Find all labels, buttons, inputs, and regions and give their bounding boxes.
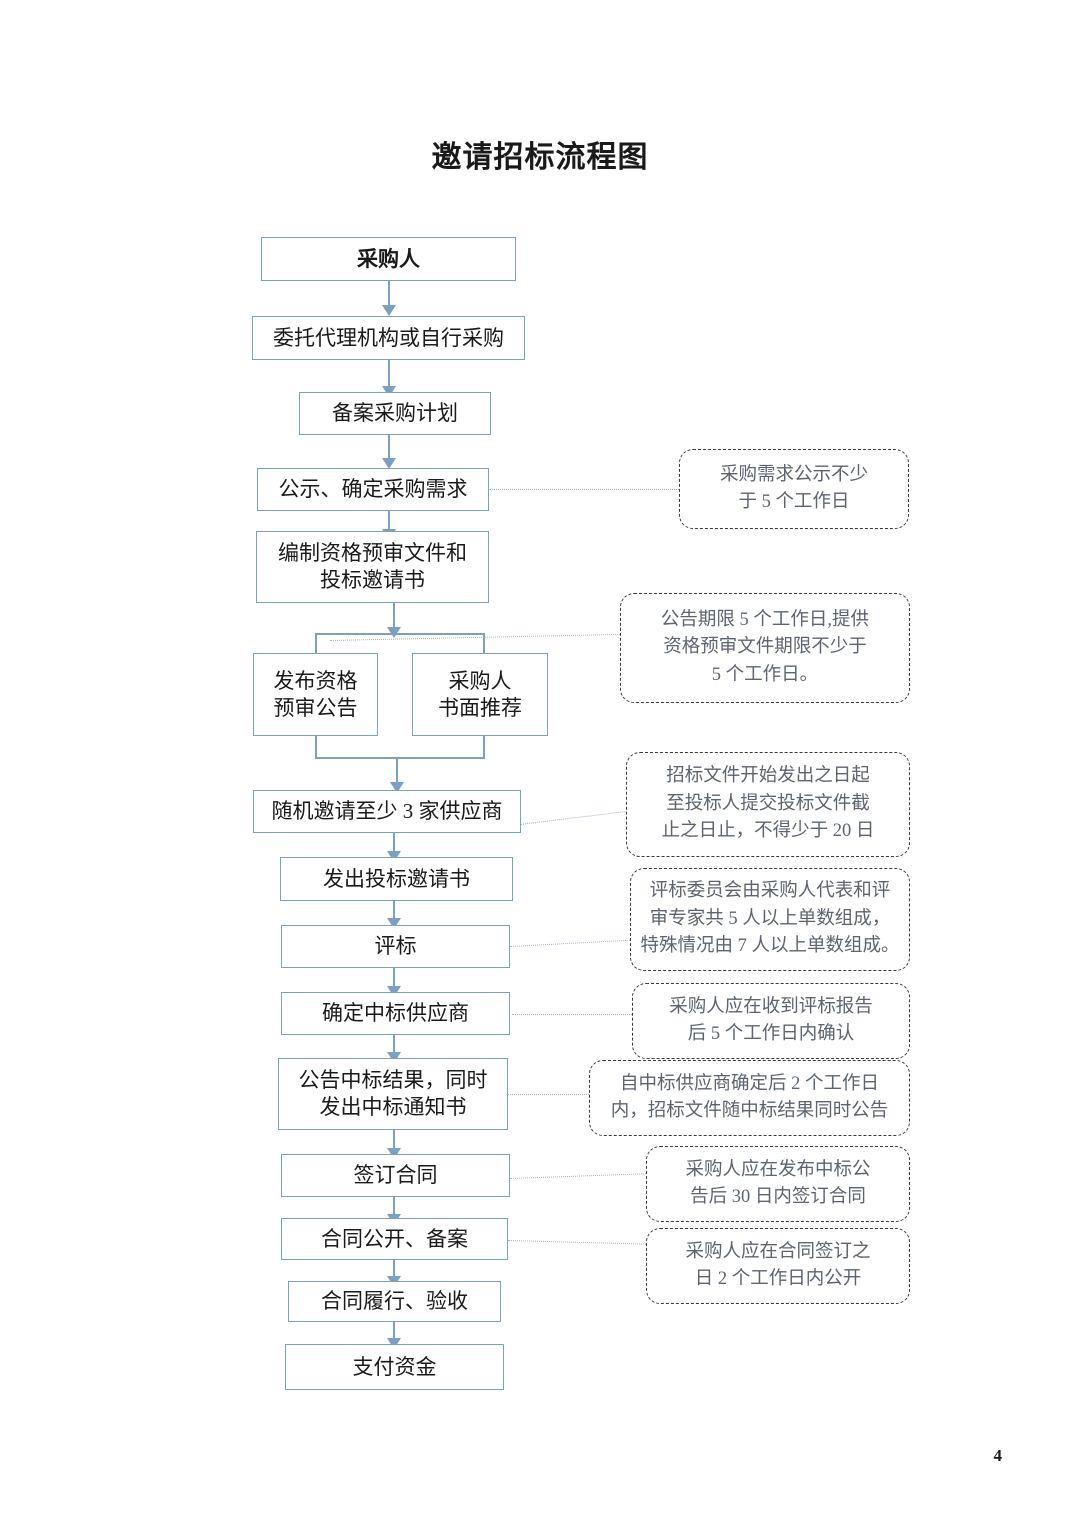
note-text: 采购人应在合同签订之 日 2 个工作日内公开 [685, 1241, 871, 1289]
node-label: 发布资格 预审公告 [273, 668, 358, 720]
node-label: 评标 [374, 934, 417, 959]
leader-note3 [520, 811, 626, 825]
node-issue-bid-invitation[interactable]: 发出投标邀请书 [280, 857, 513, 901]
connector-n2-n3 [388, 360, 391, 394]
connector-n14-n15 [393, 1322, 396, 1344]
leader-note6 [503, 1094, 589, 1095]
node-label: 随机邀请至少 3 家供应商 [271, 799, 503, 824]
node-label: 发出投标邀请书 [323, 866, 470, 891]
merge-right-up [483, 736, 486, 759]
arrow-n11-n12 [387, 1148, 401, 1159]
page-title: 邀请招标流程图 [431, 141, 649, 174]
connector-n12-n13 [393, 1197, 396, 1220]
note-evaluation-committee: 评标委员会由采购人代表和评 审专家共 5 人以上单数组成， 特殊情况由 7 人以… [630, 868, 910, 971]
connector-n5-branch [393, 603, 396, 633]
note-confirm-report-period: 采购人应在收到评标报告 后 5 个工作日内确认 [632, 983, 910, 1059]
node-entrust-agency[interactable]: 委托代理机构或自行采购 [252, 316, 525, 360]
node-pay-funds[interactable]: 支付资金 [285, 1344, 504, 1390]
arrow-n3-n4 [382, 458, 396, 469]
node-label: 签订合同 [353, 1163, 438, 1188]
page-number: 4 [993, 1446, 1003, 1465]
merge-bar-bottom [315, 757, 485, 760]
branch-left-down [315, 633, 318, 653]
node-label: 公告中标结果，同时 发出中标通知书 [298, 1068, 488, 1119]
node-invite-three-suppliers[interactable]: 随机邀请至少 3 家供应商 [253, 790, 521, 833]
connector-branch-n7 [396, 757, 399, 788]
note-requirement-publicity-period: 采购需求公示不少 于 5 个工作日 [679, 449, 909, 529]
leader-note5 [512, 1014, 632, 1015]
leader-note7 [510, 1173, 646, 1179]
connector-n13-n14 [393, 1260, 396, 1282]
node-label: 确定中标供应商 [322, 1001, 469, 1026]
note-contract-disclosure-period: 采购人应在合同签订之 日 2 个工作日内公开 [646, 1228, 910, 1304]
note-text: 采购需求公示不少 于 5 个工作日 [719, 464, 868, 512]
note-announcement-period: 公告期限 5 个工作日,提供 资格预审文件期限不少于 5 个工作日。 [620, 593, 910, 703]
arrow-branch-n7 [390, 782, 404, 793]
node-label: 采购人 书面推荐 [438, 668, 522, 720]
connector-n11-n12 [393, 1130, 396, 1154]
connector-n4-n5 [388, 511, 391, 535]
node-publish-prequal-notice[interactable]: 发布资格 预审公告 [253, 653, 378, 736]
note-result-announcement-period: 自中标供应商确定后 2 个工作日 内，招标文件随中标结果同时公告 [589, 1060, 910, 1136]
arrow-n8-n9 [387, 918, 401, 929]
note-text: 采购人应在发布中标公 告后 30 日内签订合同 [685, 1159, 871, 1207]
arrow-n9-n10 [387, 986, 401, 997]
connector-n9-n10 [393, 968, 396, 992]
arrow-n2-n3 [382, 386, 396, 397]
node-prepare-prequal-docs[interactable]: 编制资格预审文件和 投标邀请书 [256, 531, 489, 603]
node-label: 委托代理机构或自行采购 [273, 325, 504, 350]
node-publicize-requirements[interactable]: 公示、确定采购需求 [257, 468, 489, 511]
connector-n10-n11 [393, 1035, 396, 1058]
node-contract-disclosure[interactable]: 合同公开、备案 [281, 1218, 508, 1260]
note-text: 公告期限 5 个工作日,提供 资格预审文件期限不少于 5 个工作日。 [660, 609, 870, 685]
leader-note1 [489, 489, 679, 490]
node-contract-performance[interactable]: 合同履行、验收 [288, 1281, 501, 1322]
note-bid-submission-period: 招标文件开始发出之日起 至投标人提交投标文件截 止之日止，不得少于 20 日 [626, 752, 910, 857]
note-text: 自中标供应商确定后 2 个工作日 内，招标文件随中标结果同时公告 [610, 1073, 889, 1121]
node-announce-result[interactable]: 公告中标结果，同时 发出中标通知书 [278, 1058, 508, 1130]
arrow-n7-n8 [387, 851, 401, 862]
node-determine-winner[interactable]: 确定中标供应商 [281, 992, 510, 1035]
node-label: 采购人 [357, 246, 420, 271]
node-label: 合同公开、备案 [321, 1226, 468, 1251]
node-label: 支付资金 [352, 1354, 437, 1379]
note-text: 采购人应在收到评标报告 后 5 个工作日内确认 [669, 996, 873, 1044]
node-file-purchase-plan[interactable]: 备案采购计划 [299, 392, 491, 435]
node-bid-evaluation[interactable]: 评标 [281, 925, 510, 968]
connector-n1-n2 [388, 281, 391, 313]
leader-note4 [510, 939, 630, 947]
branch-right-down [483, 633, 486, 653]
note-contract-signing-period: 采购人应在发布中标公 告后 30 日内签订合同 [646, 1146, 910, 1222]
arrow-n1-n2 [382, 305, 396, 316]
branch-bar-top [315, 633, 485, 636]
leader-note8 [507, 1240, 648, 1245]
node-label: 合同履行、验收 [321, 1289, 468, 1314]
node-purchaser[interactable]: 采购人 [261, 237, 516, 281]
merge-left-up [315, 736, 318, 759]
connector-n3-n4 [388, 435, 391, 466]
note-text: 招标文件开始发出之日起 至投标人提交投标文件截 止之日止，不得少于 20 日 [661, 766, 875, 842]
connector-n7-n8 [393, 833, 396, 857]
node-label: 编制资格预审文件和 投标邀请书 [278, 541, 467, 592]
connector-n8-n9 [393, 901, 396, 924]
node-label: 公示、确定采购需求 [278, 477, 468, 502]
arrow-n14-n15 [387, 1338, 401, 1349]
arrow-n5-branch [387, 627, 401, 638]
arrow-n10-n11 [387, 1052, 401, 1063]
node-sign-contract[interactable]: 签订合同 [281, 1154, 510, 1197]
node-label: 备案采购计划 [332, 401, 458, 426]
node-purchaser-written-recommend[interactable]: 采购人 书面推荐 [412, 653, 548, 736]
note-text: 评标委员会由采购人代表和评 审专家共 5 人以上单数组成， 特殊情况由 7 人以… [640, 881, 900, 957]
